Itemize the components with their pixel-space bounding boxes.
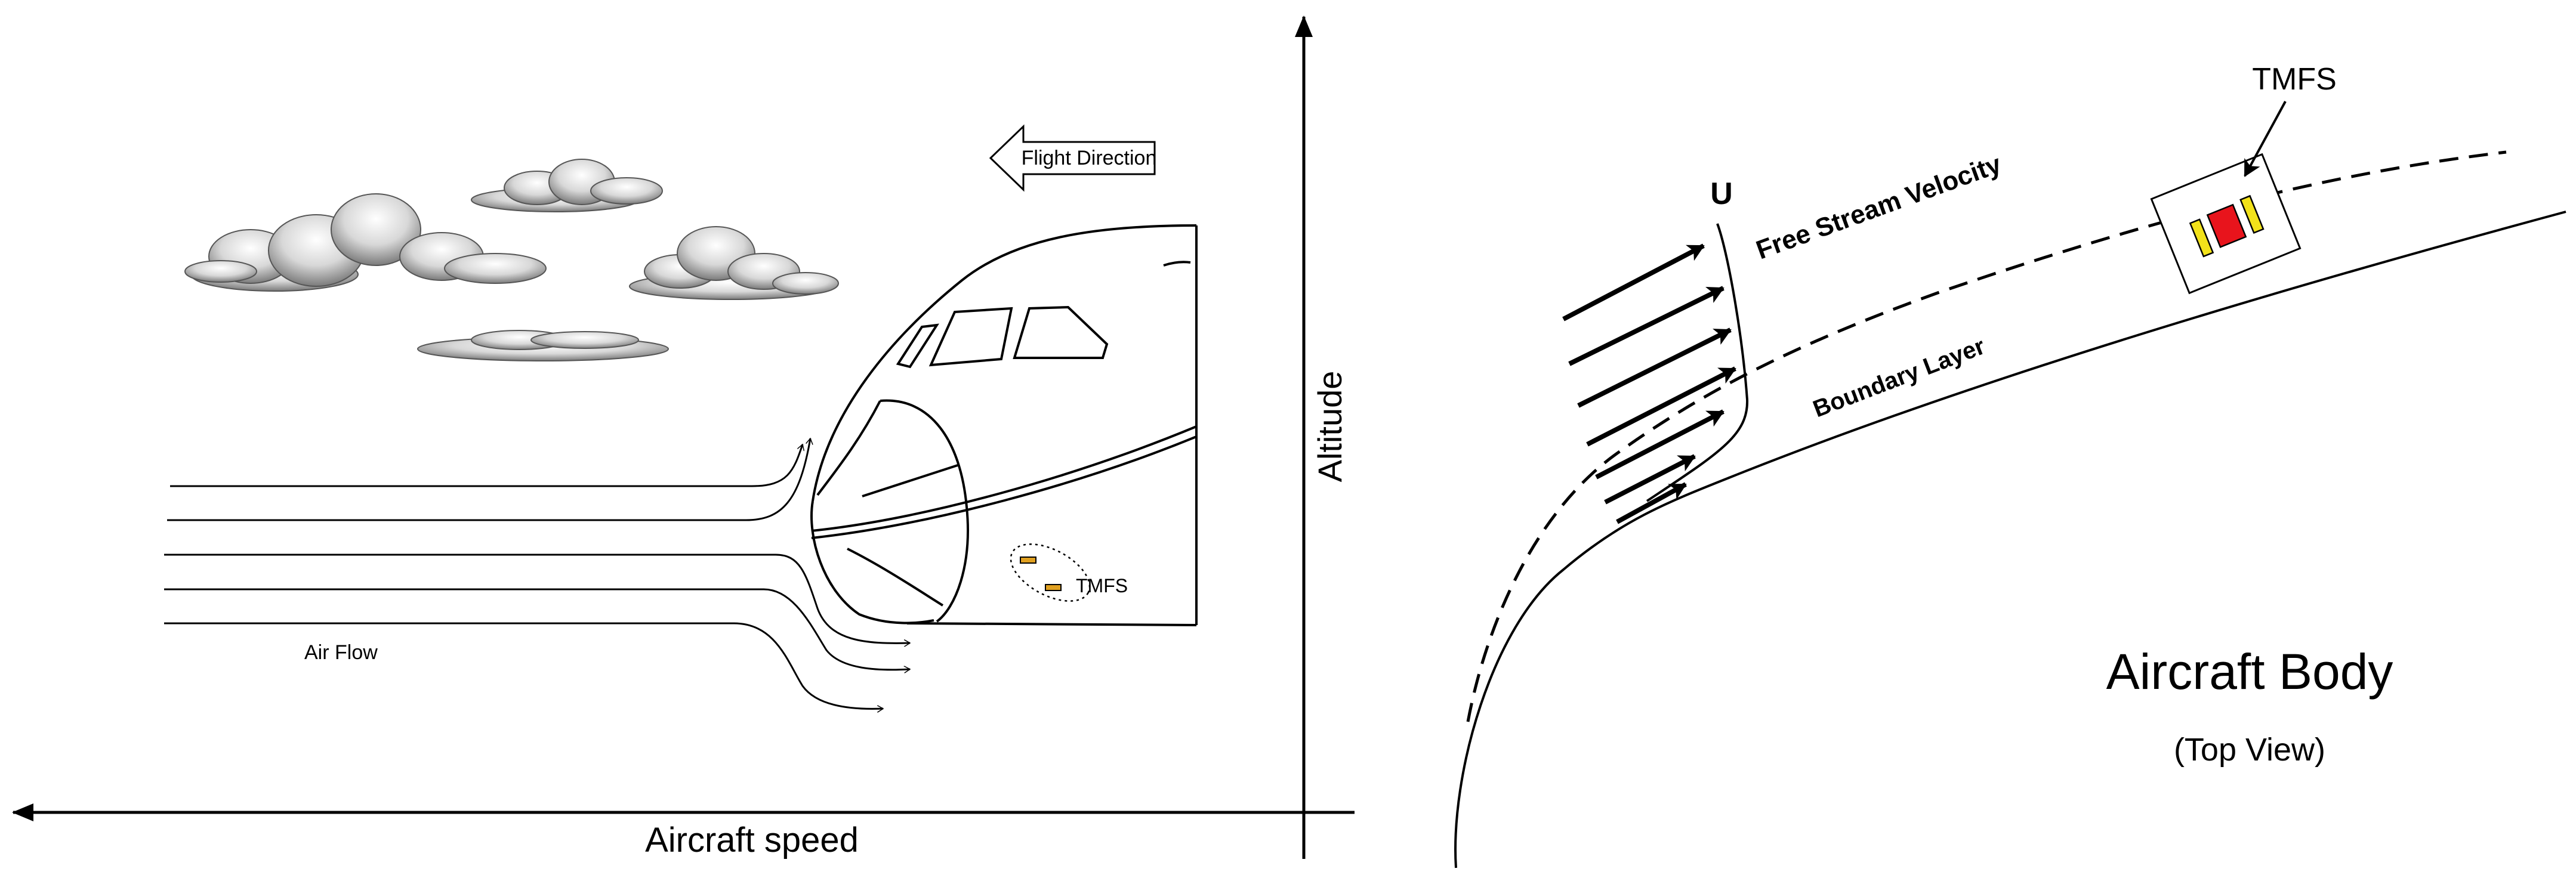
right-panel: U Free Stream Velocity Boundary Layer TM… bbox=[1454, 62, 2566, 868]
tmfs-label-left: TMFS bbox=[1076, 575, 1128, 596]
velocity-arrow-7 bbox=[1616, 482, 1687, 524]
axes: Aircraft speed Altitude bbox=[12, 16, 1355, 860]
aircraft-nose bbox=[810, 224, 1198, 626]
clouds bbox=[184, 159, 839, 361]
velocity-symbol: U bbox=[1710, 177, 1733, 211]
cockpit-window-2 bbox=[928, 307, 1013, 367]
x-axis-label: Aircraft speed bbox=[645, 821, 859, 860]
left-panel: Flight Direction bbox=[12, 16, 1355, 860]
boundary-layer-edge bbox=[1466, 150, 2507, 722]
flight-direction-arrow: Flight Direction bbox=[989, 124, 1157, 192]
fuselage-bottom bbox=[906, 622, 1197, 626]
velocity-arrow-3 bbox=[1577, 327, 1732, 408]
air-flow-label: Air Flow bbox=[304, 641, 378, 664]
body-subtitle: (Top View) bbox=[2174, 732, 2325, 768]
tmfs-sensor-right bbox=[2150, 153, 2302, 295]
sensor-element-2 bbox=[1045, 584, 1062, 591]
velocity-arrow-6 bbox=[1604, 454, 1696, 505]
streamline-1 bbox=[170, 444, 803, 487]
body-title: Aircraft Body bbox=[2106, 644, 2393, 700]
radome bbox=[880, 399, 969, 623]
velocity-arrow-1 bbox=[1562, 243, 1705, 321]
boundary-layer-label: Boundary Layer bbox=[1809, 333, 1988, 422]
fuselage-top bbox=[812, 224, 1197, 502]
sensor-heater bbox=[2206, 203, 2247, 248]
tmfs-label-right: TMFS bbox=[2252, 62, 2337, 97]
streamline-5 bbox=[164, 622, 883, 709]
streamline-4 bbox=[164, 588, 910, 670]
tmfs-sensor-left: TMFS bbox=[1010, 543, 1128, 602]
sensor-detector-right bbox=[2239, 194, 2265, 234]
velocity-arrow-2 bbox=[1568, 286, 1724, 366]
velocity-arrow-4 bbox=[1586, 366, 1736, 447]
cockpit-window-1 bbox=[896, 323, 939, 369]
cloud-bottom bbox=[417, 330, 669, 361]
cloud-top bbox=[471, 159, 663, 212]
tmfs-pointer bbox=[2244, 101, 2287, 177]
cloud-large bbox=[184, 193, 547, 292]
cloud-right bbox=[629, 226, 839, 300]
flight-direction-label: Flight Direction bbox=[1022, 147, 1157, 169]
velocity-arrows bbox=[1562, 243, 1736, 524]
aircraft-body-surface bbox=[1454, 211, 2566, 868]
cockpit-window-3 bbox=[1013, 305, 1109, 359]
y-axis-label: Altitude bbox=[1311, 371, 1349, 483]
sensor-element-1 bbox=[1020, 557, 1036, 564]
sensor-detector-left bbox=[2189, 218, 2214, 258]
cheat-line bbox=[811, 425, 1197, 532]
velocity-profile bbox=[1646, 223, 1749, 502]
velocity-arrow-5 bbox=[1595, 409, 1724, 480]
free-stream-label: Free Stream Velocity bbox=[1753, 149, 2006, 265]
air-flow-streamlines bbox=[164, 438, 910, 709]
streamline-2 bbox=[167, 438, 810, 521]
streamline-3 bbox=[164, 554, 910, 643]
